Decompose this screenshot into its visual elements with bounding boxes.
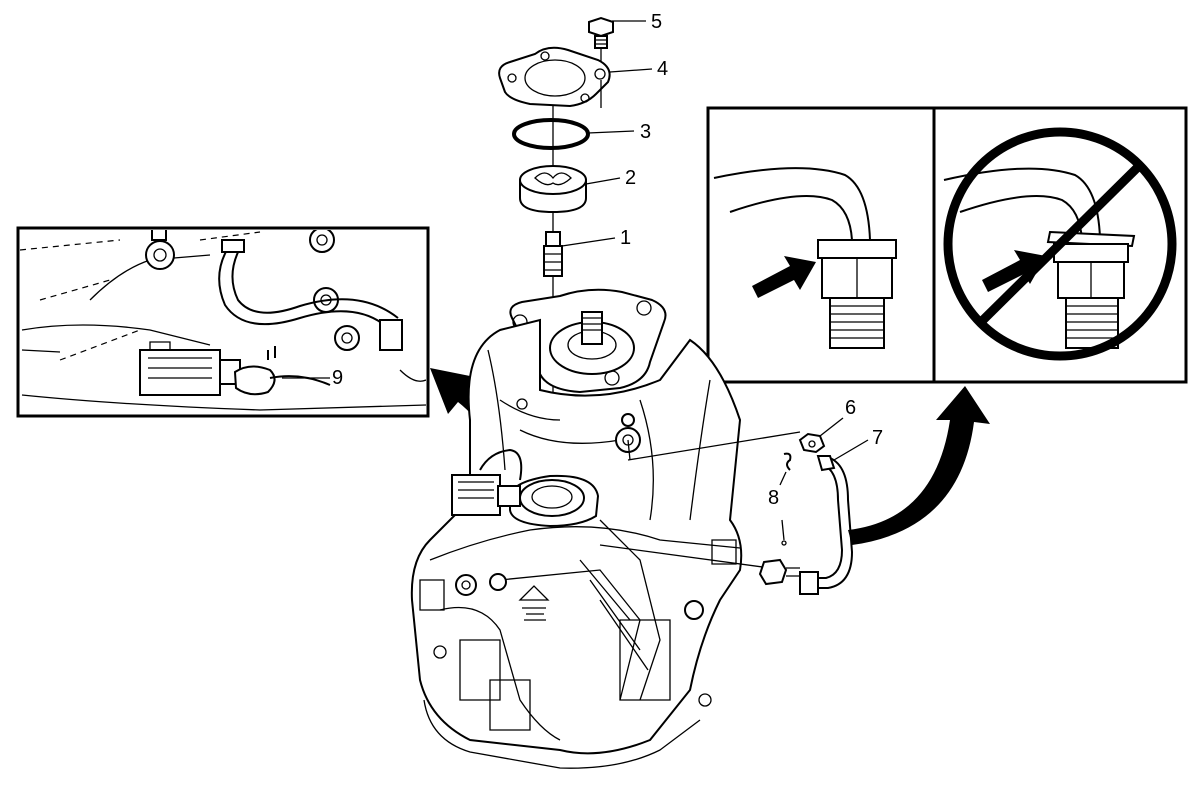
callout-3: 3 — [640, 121, 651, 143]
left-inset-connector-view: 9 — [16, 226, 430, 418]
callout-8: 8 — [768, 487, 779, 509]
curved-arrow-right-icon — [848, 386, 990, 545]
incorrect-installation-panel — [943, 127, 1177, 361]
hose-lower-fitting — [758, 558, 800, 586]
callout-6: 6 — [845, 397, 856, 419]
callout-5: 5 — [651, 11, 662, 33]
part-8-clip — [781, 452, 792, 546]
part-4-cover — [498, 46, 611, 108]
part-5-bolt — [588, 16, 614, 74]
part-1-shaft — [543, 231, 563, 277]
right-inset-hose-installation — [706, 106, 1188, 384]
callout-4: 4 — [657, 58, 668, 80]
callout-9: 9 — [332, 367, 343, 389]
correct-installation-panel — [713, 167, 897, 349]
pointer-arrow-icon — [982, 250, 1046, 292]
pointer-arrow-icon — [752, 256, 816, 298]
part-6-fitting — [798, 432, 826, 454]
part-2-pump-gear — [519, 165, 587, 214]
transfer-case-housing — [410, 288, 743, 769]
part-7-hose — [799, 455, 854, 595]
callout-7: 7 — [872, 427, 883, 449]
callout-2: 2 — [625, 167, 636, 189]
part-3-o-ring — [512, 118, 590, 150]
case-harness-connector — [451, 448, 523, 516]
no-sign-icon — [943, 127, 1177, 361]
callout-1: 1 — [620, 227, 631, 249]
